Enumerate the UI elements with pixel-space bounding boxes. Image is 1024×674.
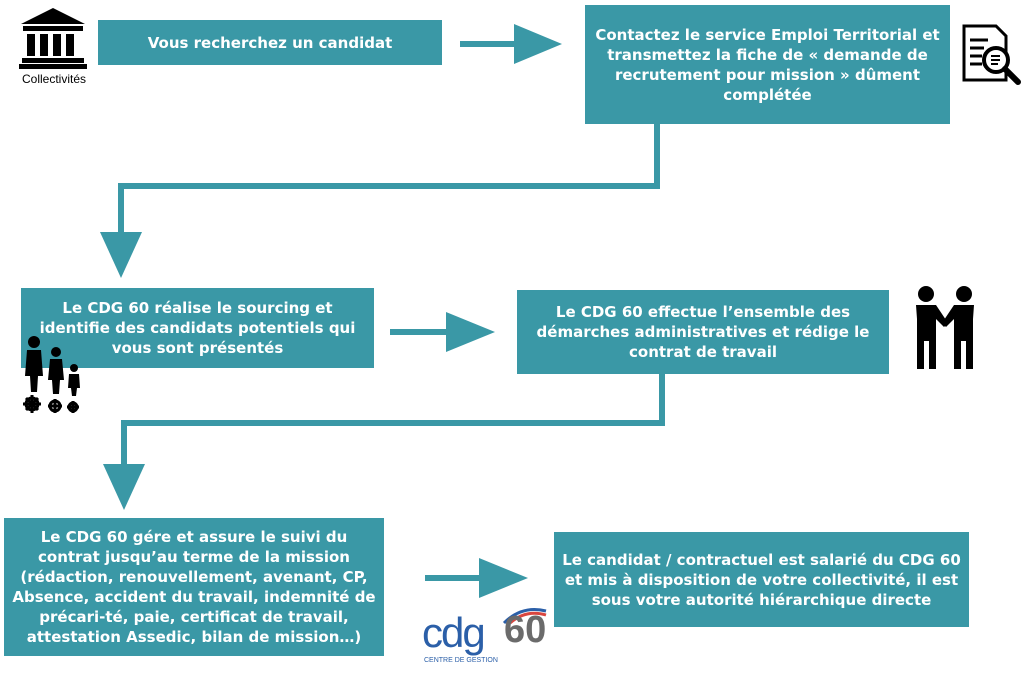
arrow-step1-to-step2 (460, 24, 562, 64)
arrow-step5-to-step6 (425, 558, 528, 598)
logo-main-text: cdg (422, 609, 486, 656)
document-search-icon (962, 24, 1021, 85)
step-4-box: Le CDG 60 effectue l’ensemble des démarc… (517, 290, 889, 374)
connector-step2-to-step3 (100, 124, 660, 278)
step-6-box: Le candidat / contractuel est salarié du… (554, 532, 969, 627)
step-1-text: Vous recherchez un candidat (147, 33, 393, 52)
step-4-text: Le CDG 60 effectue l’ensemble des démarc… (536, 303, 870, 361)
step-5-text: Le CDG 60 gére et assure le suivi du con… (12, 528, 376, 646)
logo-swoosh-icon (502, 608, 547, 625)
step-1-box: Vous recherchez un candidat (98, 20, 442, 65)
team-gears-icon (23, 336, 80, 413)
step-5-box: Le CDG 60 gére et assure le suivi du con… (4, 518, 384, 656)
step-2-box: Contactez le service Emploi Territorial … (585, 5, 950, 124)
step-6-text: Le candidat / contractuel est salarié du… (562, 550, 961, 609)
handshake-icon (916, 286, 974, 369)
cdg60-logo: cdg 60 CENTRE DE GESTION (420, 603, 550, 671)
step-3-text: Le CDG 60 réalise le sourcing et identif… (39, 299, 356, 357)
logo-subtitle: CENTRE DE GESTION (424, 657, 498, 664)
actor-label: Collectivités (21, 72, 87, 86)
step-2-text: Contactez le service Emploi Territorial … (595, 25, 940, 104)
connector-step4-to-step5 (103, 374, 665, 510)
arrow-step3-to-step4 (390, 312, 495, 352)
bank-building-icon (19, 8, 87, 69)
step-3-box: Le CDG 60 réalise le sourcing et identif… (21, 288, 374, 368)
logo-number: 60 (504, 609, 547, 651)
